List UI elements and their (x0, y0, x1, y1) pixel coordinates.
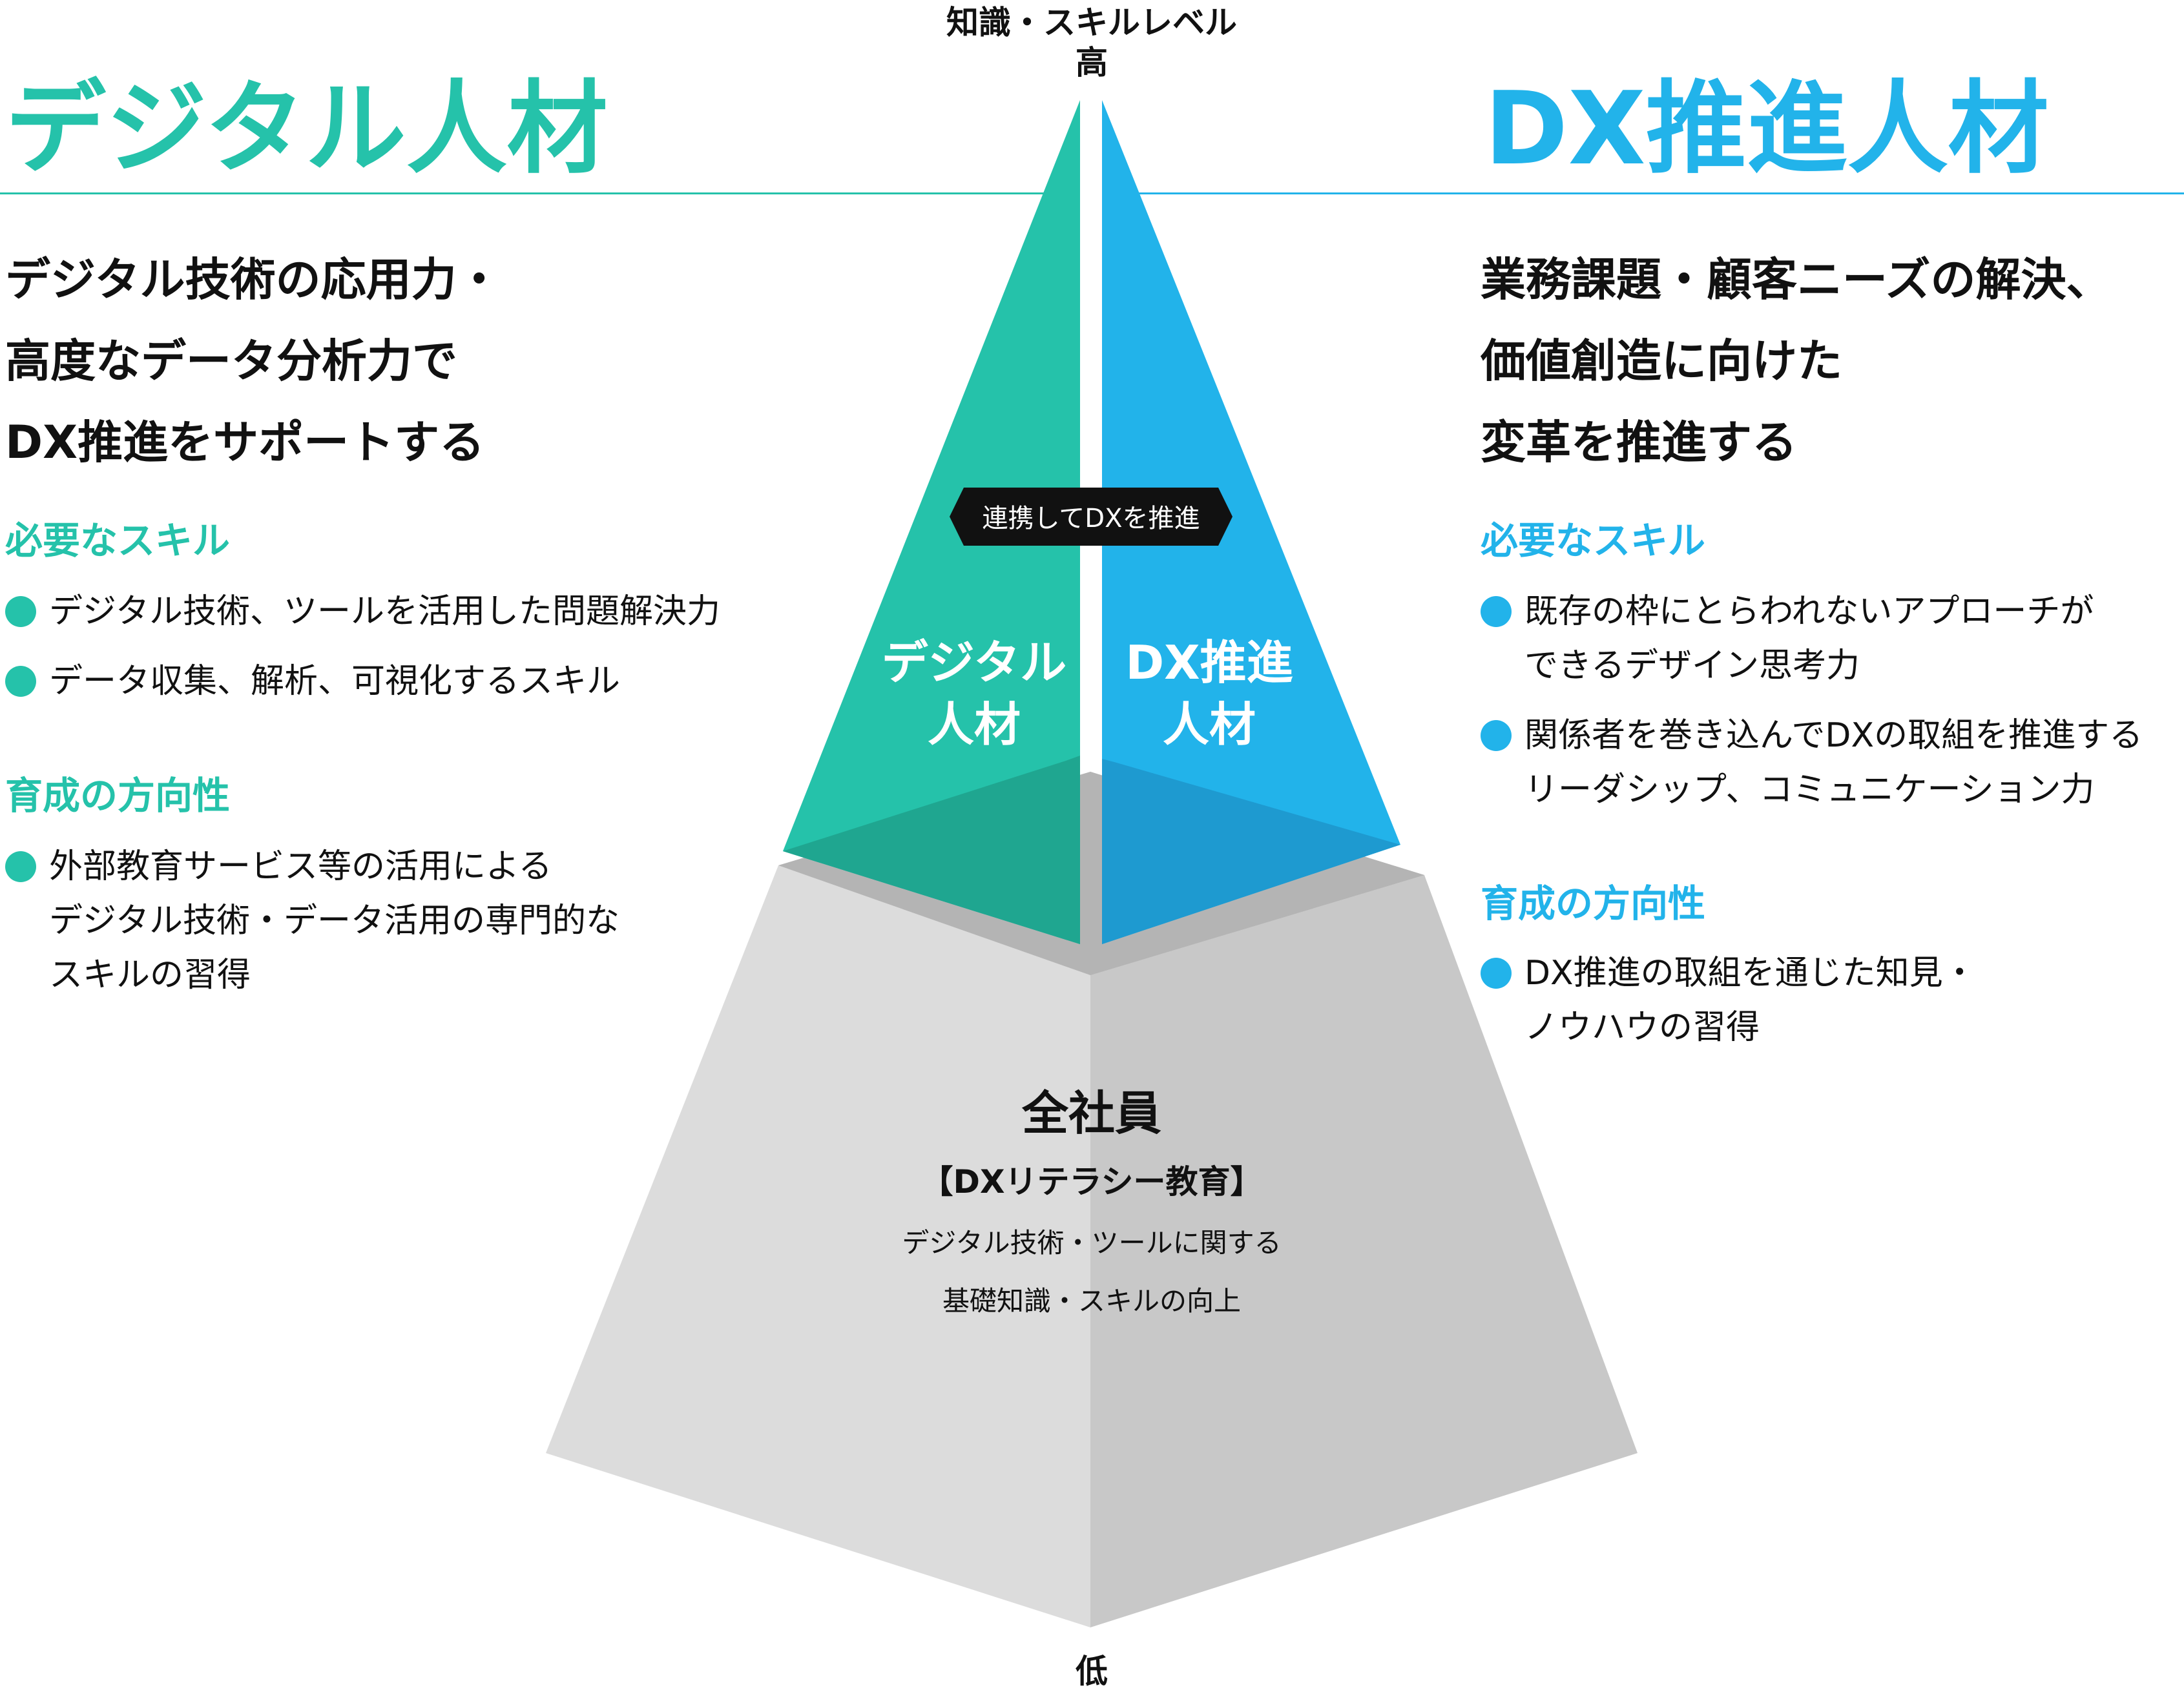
right-lead: 業務課題・顧客ニーズの解決、 価値創造に向けた 変革を推進する (1481, 239, 2112, 483)
list-item: 関係者を巻き込んでDXの取組を推進する リーダシップ、コミュニケーション力 (1481, 708, 2143, 817)
list-item-text: 外部教育サービス等の活用による (49, 847, 552, 886)
right-skills-heading: 必要なスキル (1481, 519, 1706, 562)
left-lead-line: 高度なデータ分析力で (5, 335, 457, 387)
right-dev-heading: 育成の方向性 (1481, 882, 1706, 925)
right-skills-list: 既存の枠にとらわれないアプローチが できるデザイン思考力 関係者を巻き込んでDX… (1481, 584, 2143, 832)
left-lead-line: デジタル技術の応用力・ (5, 253, 502, 306)
base-left-face (546, 772, 1090, 1627)
base-right-face (1090, 772, 1638, 1627)
dx-label-line: 人材 (1162, 697, 1256, 752)
list-item-text: 関係者を巻き込んでDXの取組を推進する (1524, 716, 2143, 755)
right-title-rule (1102, 192, 2184, 194)
cooperation-badge: 連携してDXを推進 (982, 504, 1200, 533)
right-title: DX推進人材 (1484, 70, 2049, 187)
dx-triangle (1102, 100, 1400, 944)
list-item-text: リーダシップ、コミュニケーション力 (1524, 770, 2095, 809)
axis-bottom-label: 低 (1076, 1653, 1108, 1690)
bullet-icon (1481, 720, 1512, 751)
list-item-text: データ収集、解析、可視化するスキル (49, 662, 621, 701)
list-item-text: スキルの習得 (49, 956, 251, 995)
list-item-text: デジタル技術、ツールを活用した問題解決力 (49, 592, 720, 631)
right-lead-line: 価値創造に向けた (1481, 335, 1842, 387)
right-lead-line: 業務課題・顧客ニーズの解決、 (1481, 253, 2112, 306)
base-description-line: デジタル技術・ツールに関する (902, 1227, 1282, 1259)
left-skills-list: デジタル技術、ツールを活用した問題解決力 データ収集、解析、可視化するスキル (5, 584, 720, 724)
right-dev-list: DX推進の取組を通じた知見・ ノウハウの習得 (1481, 946, 1977, 1070)
left-dev-heading: 育成の方向性 (5, 774, 231, 818)
left-dev-list: 外部教育サービス等の活用による デジタル技術・データ活用の専門的な スキルの習得 (5, 840, 619, 1018)
left-title: デジタル人材 (5, 70, 608, 187)
left-title-rule (0, 192, 1080, 194)
dx-label-line: DX推進 (1125, 635, 1293, 690)
list-item-text: できるデザイン思考力 (1524, 646, 1860, 685)
axis-top-line2: 高 (1076, 44, 1108, 81)
list-item-text: 既存の枠にとらわれないアプローチが (1524, 592, 2094, 631)
bullet-icon (1481, 596, 1512, 627)
list-item: データ収集、解析、可視化するスキル (5, 654, 720, 708)
left-skills-heading: 必要なスキル (5, 519, 231, 562)
digital-label-line: デジタル (881, 635, 1067, 690)
digital-label: デジタル 人材 (882, 632, 1067, 756)
right-lead-line: 変革を推進する (1481, 416, 1797, 469)
cooperation-badge-shape (950, 488, 1232, 546)
dx-label: DX推進 人材 (1125, 632, 1293, 756)
list-item-text: ノウハウの習得 (1524, 1008, 1760, 1047)
bullet-icon (1481, 958, 1512, 989)
list-item: DX推進の取組を通じた知見・ ノウハウの習得 (1481, 946, 1977, 1055)
base-description: デジタル技術・ツールに関する 基礎知識・スキルの向上 (902, 1214, 1281, 1330)
left-lead-line: DX推進をサポートする (5, 416, 485, 469)
bullet-icon (5, 596, 36, 627)
bullet-icon (5, 851, 36, 882)
axis-top-line1: 知識・スキルレベル (946, 4, 1237, 41)
base-description-line: 基礎知識・スキルの向上 (942, 1285, 1242, 1317)
base-title: 全社員 (1021, 1086, 1162, 1140)
axis-top-label: 知識・スキルレベル 高 (946, 3, 1237, 83)
list-item-text: DX推進の取組を通じた知見・ (1524, 954, 1977, 993)
list-item: デジタル技術、ツールを活用した問題解決力 (5, 584, 720, 639)
list-item: 外部教育サービス等の活用による デジタル技術・データ活用の専門的な スキルの習得 (5, 840, 619, 1002)
left-lead: デジタル技術の応用力・ 高度なデータ分析力で DX推進をサポートする (5, 239, 502, 483)
dx-triangle-overlap (1102, 759, 1400, 944)
digital-triangle (783, 100, 1080, 944)
base-subtitle: 【DXリテラシー教育】 (920, 1163, 1263, 1201)
bullet-icon (5, 666, 36, 697)
list-item: 既存の枠にとらわれないアプローチが できるデザイン思考力 (1481, 584, 2143, 693)
list-item-text: デジタル技術・データ活用の専門的な (49, 902, 619, 940)
digital-label-line: 人材 (927, 697, 1021, 752)
digital-triangle-overlap (783, 756, 1080, 944)
